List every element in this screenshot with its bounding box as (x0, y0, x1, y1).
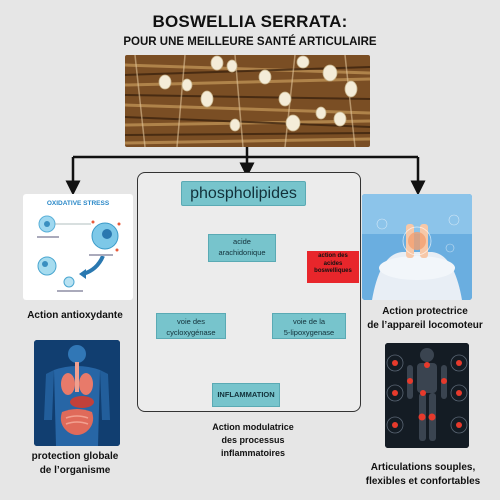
label-antioxydante: Action antioxydante (27, 310, 123, 321)
articulations-line2: flexibles et confortables (365, 476, 481, 487)
cyclo-line2: cycloxygénase (166, 328, 216, 337)
modulatrice-line3: inflammatoires (220, 448, 286, 458)
inflammation-node: INFLAMMATION (212, 383, 280, 407)
oxidative-stress-panel: OXIDATIVE STRESS (23, 194, 133, 300)
label-action-modulatrice: Action modulatrice des processus inflamm… (178, 421, 328, 460)
knee-hands-illustration (362, 194, 472, 300)
oxidative-stress-heading: OXIDATIVE STRESS (46, 200, 110, 207)
lipo-line1: voie de la (292, 317, 326, 326)
badge-line1: action des (318, 253, 348, 259)
acide-arachidonique-node: acide arachidonique (208, 234, 276, 262)
cyclo-line1: voie des (177, 317, 205, 326)
skeleton-illustration (385, 343, 469, 448)
badge-line3: boswelliques (314, 268, 352, 274)
articulations-line1: Articulations souples, (370, 462, 476, 473)
anatomy-illustration (34, 340, 120, 446)
label-protection-globale: protection globale de l’organisme (0, 450, 150, 478)
lipoxygenase-node: voie de la 5-lipoxygenase (272, 313, 346, 339)
phospholipides-node: phospholipides (181, 181, 306, 206)
main-title: BOSWELLIA SERRATA: (152, 12, 348, 31)
lipo-line2: 5-lipoxygenase (283, 328, 335, 337)
boswellic-acids-badge: action des acides boswelliques (307, 251, 359, 283)
locomotor-panel (362, 194, 472, 300)
locomoteur-line2: de l’appareil locomoteur (367, 320, 483, 331)
cycloxygenase-node: voie des cycloxygénase (156, 313, 226, 339)
articulations-panel (385, 343, 469, 448)
inflammation-pathway-box (137, 172, 361, 412)
label-articulations: Articulations souples, flexibles et conf… (346, 461, 500, 489)
protection-line1: protection globale (31, 451, 119, 462)
acide-line1: acide (233, 237, 251, 246)
cell-illustration (37, 215, 121, 292)
boswellia-resin-image (125, 55, 370, 147)
subtitle: POUR UNE MEILLEURE SANTÉ ARTICULAIRE (123, 36, 377, 48)
badge-line2: acides (323, 260, 343, 267)
modulatrice-line2: des processus (221, 435, 285, 445)
label-appareil-locomoteur: Action protectrice de l’appareil locomot… (350, 305, 500, 333)
protection-line2: de l’organisme (39, 465, 111, 476)
modulatrice-line1: Action modulatrice (212, 422, 294, 432)
locomoteur-line1: Action protectrice (382, 306, 468, 317)
organism-panel (34, 340, 120, 446)
acide-line2: arachidonique (218, 248, 266, 257)
